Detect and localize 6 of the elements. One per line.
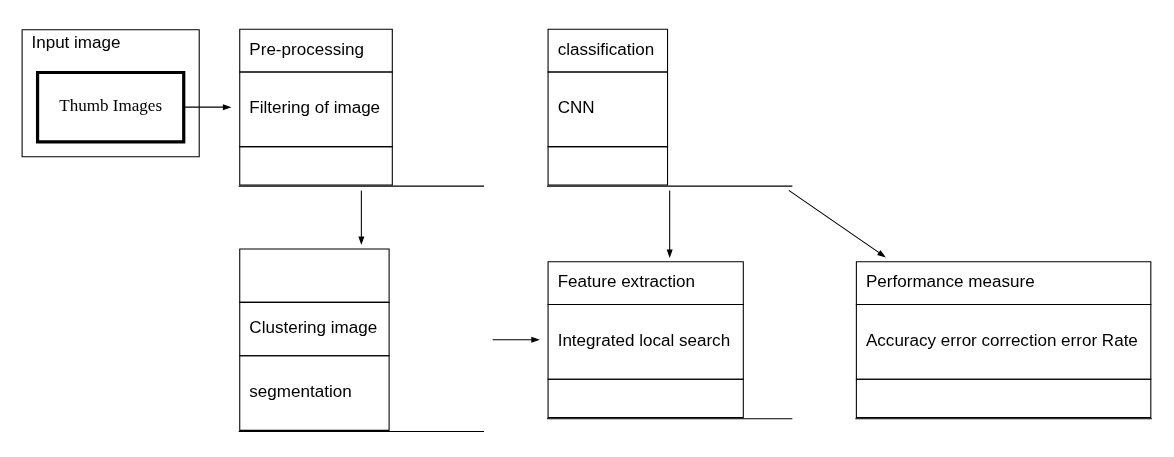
arrow xyxy=(358,189,365,246)
node-box: Thumb Images xyxy=(36,70,186,144)
arrow xyxy=(492,336,540,343)
arrow xyxy=(788,189,886,258)
arrow xyxy=(666,189,673,259)
arrow xyxy=(183,104,232,111)
